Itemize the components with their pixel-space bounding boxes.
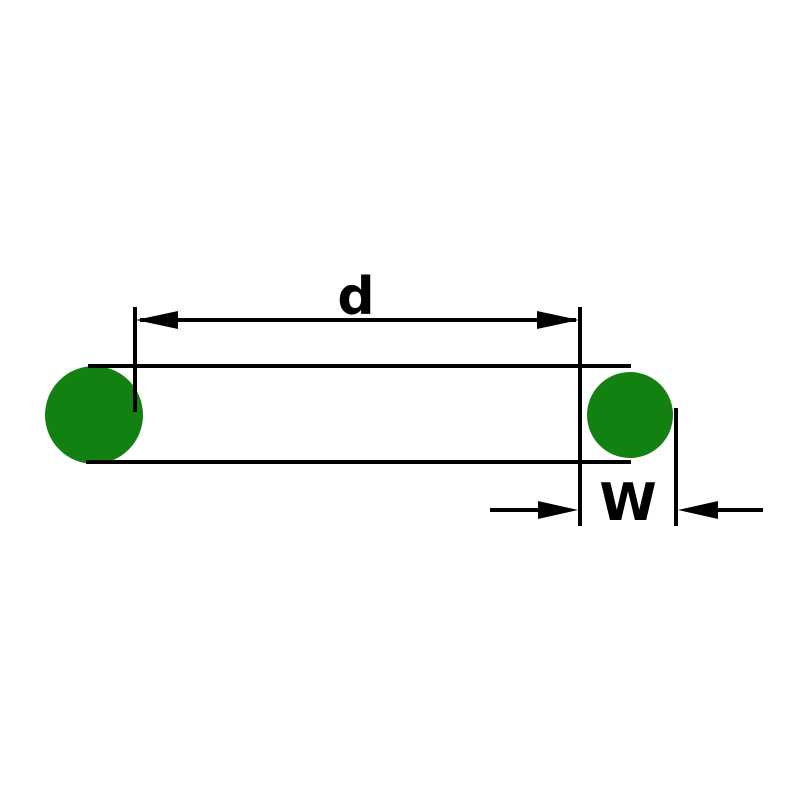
d-arrowhead-right <box>537 311 579 329</box>
w-arrowhead-left <box>538 501 578 519</box>
inner-diameter-label: d <box>337 267 374 327</box>
dimension-arrowheads <box>136 311 718 519</box>
w-arrowhead-right <box>678 501 718 519</box>
oring-cross-sections <box>45 366 673 464</box>
oring-cross-section-left <box>45 366 143 464</box>
cross-section-width-label: W <box>599 473 656 533</box>
oring-cross-section-right <box>587 372 673 458</box>
d-arrowhead-left <box>136 311 178 329</box>
